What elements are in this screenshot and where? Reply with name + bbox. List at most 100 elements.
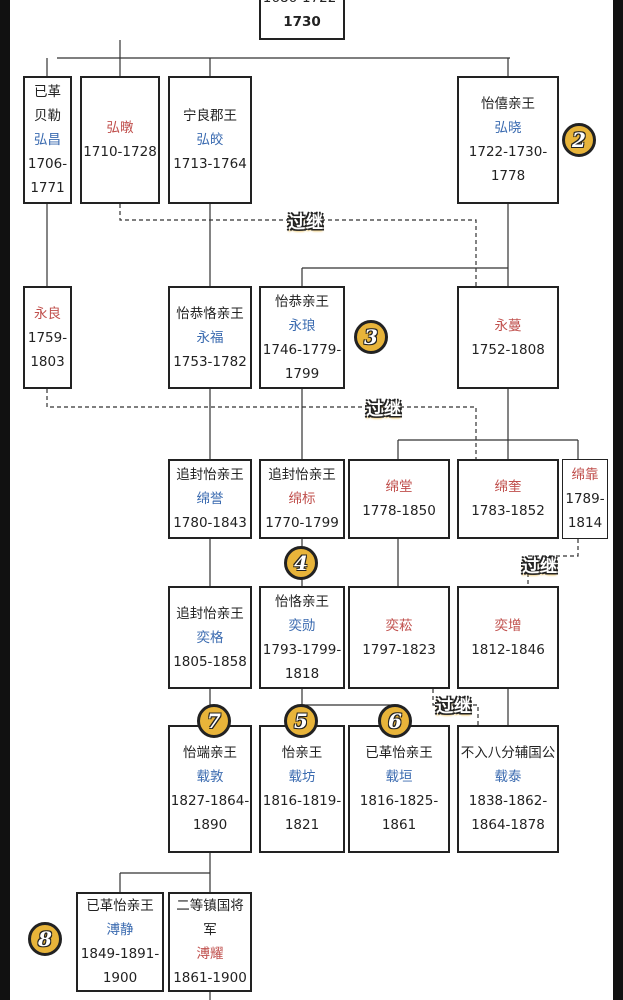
node-founder-line1: 1686-1722- (263, 0, 341, 10)
node-yige-title: 追封怡亲王 (176, 605, 244, 622)
node-zaifang-name: 载坊 (288, 769, 316, 785)
node-mianbiao-years: 1770-1799 (265, 515, 339, 531)
node-yige: 追封怡亲王 奕格 1805-1858 (168, 586, 252, 689)
node-zaitai: 不入八分辅国公 载泰 1838-1862-1864-1878 (457, 725, 559, 853)
node-yihong-name: 奕菘 (385, 617, 413, 634)
adoption-label-3: 过继 (522, 557, 558, 577)
node-hongjiao: 宁良郡王 弘皎 1713-1764 (168, 76, 252, 204)
node-yonglang-title: 怡恭亲王 (275, 293, 329, 310)
node-yixun: 怡恪亲王 奕勋 1793-1799-1818 (259, 586, 345, 689)
node-mianlin: 绵靠 1789-1814 (562, 459, 608, 539)
node-founder-line2: 1730 (283, 14, 321, 30)
node-yongliang: 永良 1759-1803 (23, 286, 72, 389)
node-yongliang-name: 永良 (34, 305, 61, 322)
node-puyao-title: 二等镇国将军 (176, 898, 244, 938)
badge-3: 3 (354, 320, 388, 354)
node-miantang-name: 绵堂 (385, 479, 413, 495)
node-yihong: 奕菘 1797-1823 (348, 586, 450, 689)
badge-4: 4 (284, 546, 318, 580)
node-yongliang-years: 1759-1803 (27, 329, 68, 370)
node-yizeng: 奕增 1812-1846 (457, 586, 559, 689)
node-yihong-years: 1797-1823 (362, 641, 436, 658)
node-zaitai-title: 不入八分辅国公 (460, 745, 556, 761)
adoption-label-1: 过继 (288, 213, 324, 233)
node-miankui-name: 绵奎 (494, 479, 522, 495)
node-yongfu-years: 1753-1782 (173, 353, 247, 370)
node-pujing: 已革怡亲王 溥静 1849-1891-1900 (76, 892, 164, 992)
node-zaidun-years: 1827-1864-1890 (170, 793, 250, 833)
node-yongman-years: 1752-1808 (471, 341, 545, 358)
node-hongxiao-title: 怡僖亲王 (481, 96, 535, 112)
node-hongchang: 已革贝勒 弘昌 1706-1771 (23, 76, 72, 204)
node-mianyu: 追封怡亲王 绵誉 1780-1843 (168, 459, 252, 539)
node-yixun-name: 奕勋 (288, 617, 316, 634)
node-hongchang-years: 1706-1771 (27, 156, 68, 196)
badge-7: 7 (197, 704, 231, 738)
node-yige-years: 1805-1858 (173, 653, 247, 670)
node-yongfu: 怡恭恪亲王 永福 1753-1782 (168, 286, 252, 389)
node-mianyu-years: 1780-1843 (173, 515, 247, 531)
node-zaidun: 怡端亲王 载敦 1827-1864-1890 (168, 725, 252, 853)
node-hongchang-name: 弘昌 (34, 132, 61, 148)
badge-2: 2 (562, 123, 596, 157)
node-hongxiao-name: 弘晓 (494, 120, 522, 136)
node-hongxiao-years: 1722-1730-1778 (468, 144, 548, 184)
node-yonglang-name: 永琅 (288, 317, 316, 334)
node-mianlin-years: 1789-1814 (565, 491, 605, 531)
node-yongfu-title: 怡恭恪亲王 (176, 305, 244, 322)
node-hongdun: 弘暾 1710-1728 (80, 76, 160, 204)
badge-8: 8 (28, 922, 62, 956)
node-pujing-years: 1849-1891-1900 (80, 946, 160, 986)
node-zaiyuan-name: 载垣 (385, 769, 413, 785)
node-yongman-name: 永蔓 (494, 317, 522, 334)
node-zaifang-years: 1816-1819-1821 (262, 793, 342, 833)
family-tree-canvas: 1686-1722- 1730 已革贝勒 弘昌 1706-1771 弘暾 171… (10, 0, 613, 1000)
node-zaifang-title: 怡亲王 (281, 745, 323, 761)
badge-6: 6 (378, 704, 412, 738)
node-yixun-years: 1793-1799-1818 (262, 641, 342, 682)
node-zaiyuan-title: 已革怡亲王 (365, 745, 433, 761)
node-zaiyuan-years: 1816-1825-1861 (359, 793, 439, 833)
adoption-label-2: 过继 (366, 400, 402, 420)
node-yonglang: 怡恭亲王 永琅 1746-1779-1799 (259, 286, 345, 389)
adoption-label-4: 过继 (436, 697, 472, 717)
node-yizeng-name: 奕增 (494, 617, 522, 634)
node-mianyu-name: 绵誉 (196, 491, 224, 507)
node-mianyu-title: 追封怡亲王 (176, 467, 244, 483)
node-miankui: 绵奎 1783-1852 (457, 459, 559, 539)
node-mianbiao-name: 绵标 (288, 491, 316, 507)
node-zaidun-title: 怡端亲王 (183, 745, 237, 761)
node-hongjiao-name: 弘皎 (196, 132, 224, 148)
node-zaitai-years: 1838-1862-1864-1878 (468, 793, 548, 833)
node-hongdun-years: 1710-1728 (83, 144, 157, 160)
node-hongjiao-years: 1713-1764 (173, 156, 247, 172)
node-puyao: 二等镇国将军 溥耀 1861-1900 (168, 892, 252, 992)
node-founder: 1686-1722- 1730 (259, 0, 345, 40)
node-hongxiao: 怡僖亲王 弘晓 1722-1730-1778 (457, 76, 559, 204)
node-zaitai-name: 载泰 (494, 769, 522, 785)
node-zaidun-name: 载敦 (196, 769, 224, 785)
node-yizeng-years: 1812-1846 (471, 641, 545, 658)
badge-5: 5 (284, 704, 318, 738)
node-hongjiao-title: 宁良郡王 (183, 108, 237, 124)
node-puyao-name: 溥耀 (196, 946, 224, 962)
node-yonglang-years: 1746-1779-1799 (262, 341, 342, 382)
node-yongfu-name: 永福 (196, 329, 224, 346)
node-pujing-name: 溥静 (106, 922, 134, 938)
connector-lines (46, 40, 579, 1000)
node-yongman: 永蔓 1752-1808 (457, 286, 559, 389)
node-hongdun-name: 弘暾 (106, 120, 134, 136)
node-mianbiao: 追封怡亲王 绵标 1770-1799 (259, 459, 345, 539)
node-pujing-title: 已革怡亲王 (86, 898, 154, 914)
node-mianlin-name: 绵靠 (571, 467, 599, 483)
node-yixun-title: 怡恪亲王 (275, 593, 329, 610)
node-puyao-years: 1861-1900 (173, 970, 247, 986)
node-yige-name: 奕格 (196, 629, 224, 646)
node-zaiyuan: 已革怡亲王 载垣 1816-1825-1861 (348, 725, 450, 853)
node-miantang: 绵堂 1778-1850 (348, 459, 450, 539)
node-zaifang: 怡亲王 载坊 1816-1819-1821 (259, 725, 345, 853)
node-hongchang-title: 已革贝勒 (34, 84, 61, 124)
node-miankui-years: 1783-1852 (471, 503, 545, 519)
node-mianbiao-title: 追封怡亲王 (268, 467, 336, 483)
node-miantang-years: 1778-1850 (362, 503, 436, 519)
